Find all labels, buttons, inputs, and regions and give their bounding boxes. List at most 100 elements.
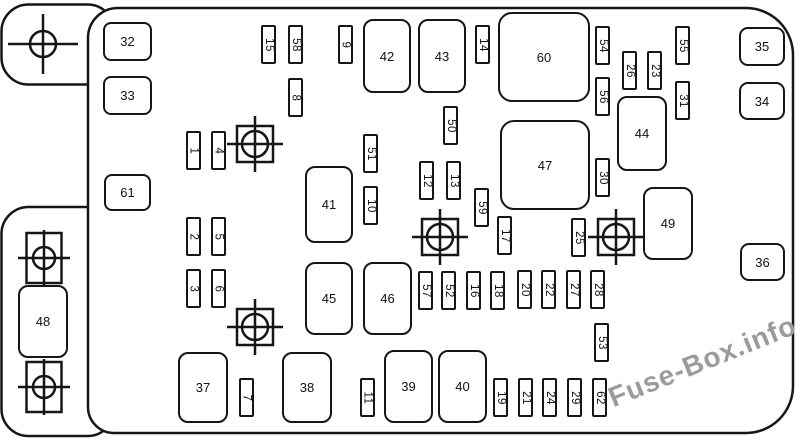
bolt-layer bbox=[8, 14, 644, 415]
fuse-45: 45 bbox=[305, 262, 353, 335]
fuse-label: 25 bbox=[572, 230, 585, 245]
fuse-33: 33 bbox=[103, 76, 152, 115]
fuse-label: 22 bbox=[542, 282, 555, 297]
fuse-56: 56 bbox=[595, 77, 610, 116]
fuse-label: 61 bbox=[120, 185, 135, 200]
fuse-11: 11 bbox=[360, 378, 375, 417]
fuse-label: 36 bbox=[755, 254, 770, 270]
fuse-label: 31 bbox=[676, 93, 689, 108]
fuse-15: 15 bbox=[261, 25, 276, 64]
fuse-14: 14 bbox=[475, 25, 490, 64]
mounting-bolt-icon bbox=[8, 14, 78, 74]
fuse-2: 2 bbox=[186, 217, 201, 256]
fuse-label: 50 bbox=[444, 118, 457, 133]
fuse-57: 57 bbox=[418, 271, 433, 310]
fuse-4: 4 bbox=[211, 131, 226, 170]
fuse-59: 59 bbox=[474, 188, 489, 227]
fuse-label: 19 bbox=[494, 390, 507, 405]
fuse-label: 9 bbox=[339, 41, 352, 48]
fuse-26: 26 bbox=[622, 51, 637, 90]
fuse-label: 35 bbox=[754, 39, 770, 54]
fuse-52: 52 bbox=[441, 271, 456, 310]
fuse-label: 5 bbox=[212, 233, 225, 240]
fuse-label: 12 bbox=[420, 173, 433, 188]
fuse-32: 32 bbox=[103, 22, 152, 61]
fuse-label: 52 bbox=[442, 283, 455, 298]
fuse-label: 54 bbox=[596, 38, 609, 53]
fuse-48: 48 bbox=[18, 285, 68, 358]
fuse-34: 34 bbox=[739, 82, 785, 120]
fuse-label: 34 bbox=[754, 93, 770, 109]
fuse-label: 51 bbox=[364, 146, 377, 161]
fuse-41: 41 bbox=[305, 166, 353, 243]
fuse-label: 10 bbox=[364, 198, 377, 213]
fuse-label: 37 bbox=[195, 380, 211, 395]
fuse-label: 55 bbox=[676, 38, 689, 53]
fuse-10: 10 bbox=[363, 186, 378, 225]
fuse-label: 43 bbox=[434, 48, 450, 64]
mounting-bolt-icon bbox=[412, 209, 468, 265]
fuse-19: 19 bbox=[493, 378, 508, 417]
fuse-label: 29 bbox=[568, 390, 581, 405]
fuse-label: 47 bbox=[537, 157, 553, 173]
fuse-label: 44 bbox=[634, 126, 650, 141]
fuse-20: 20 bbox=[517, 270, 532, 309]
fuse-35: 35 bbox=[739, 27, 785, 66]
fuse-50: 50 bbox=[443, 106, 458, 145]
fuse-27: 27 bbox=[566, 270, 581, 309]
fuse-label: 53 bbox=[595, 335, 608, 350]
fuse-46: 46 bbox=[363, 262, 412, 335]
fuse-1: 1 bbox=[186, 131, 201, 170]
fuse-label: 58 bbox=[289, 37, 302, 52]
fuse-25: 25 bbox=[571, 218, 586, 257]
fuse-label: 17 bbox=[498, 228, 511, 243]
fuse-label: 7 bbox=[240, 394, 253, 401]
fuse-12: 12 bbox=[419, 161, 434, 200]
fuse-label: 3 bbox=[187, 285, 200, 292]
fuse-37: 37 bbox=[178, 352, 228, 423]
fuse-17: 17 bbox=[497, 216, 512, 255]
fuse-60: 60 bbox=[498, 12, 590, 102]
fuse-39: 39 bbox=[384, 350, 433, 423]
fuse-label: 39 bbox=[401, 379, 416, 394]
fuse-38: 38 bbox=[282, 352, 332, 423]
fuse-label: 20 bbox=[518, 282, 531, 297]
fuse-label: 42 bbox=[379, 48, 395, 64]
fuse-29: 29 bbox=[567, 378, 582, 417]
fuse-label: 28 bbox=[591, 282, 604, 297]
fuse-28: 28 bbox=[590, 270, 605, 309]
fuse-label: 11 bbox=[361, 391, 374, 404]
fuse-24: 24 bbox=[542, 378, 557, 417]
fuse-61: 61 bbox=[104, 174, 151, 211]
fuse-label: 18 bbox=[491, 283, 504, 298]
fuse-21: 21 bbox=[518, 378, 533, 417]
fuse-3: 3 bbox=[186, 269, 201, 308]
fuse-label: 27 bbox=[567, 282, 580, 297]
fuse-36: 36 bbox=[740, 243, 785, 281]
mounting-bolt-icon bbox=[227, 116, 283, 172]
fuse-51: 51 bbox=[363, 134, 378, 173]
fuse-label: 15 bbox=[262, 37, 275, 52]
fuse-label: 1 bbox=[187, 147, 200, 154]
fuse-54: 54 bbox=[595, 26, 610, 65]
fuse-label: 60 bbox=[536, 49, 552, 65]
fuse-label: 59 bbox=[475, 200, 488, 215]
fuse-label: 57 bbox=[419, 283, 432, 298]
mounting-bolt-icon bbox=[588, 209, 644, 265]
fuse-55: 55 bbox=[675, 26, 690, 65]
fuse-23: 23 bbox=[647, 51, 662, 90]
fuse-62: 62 bbox=[592, 378, 607, 417]
fuse-label: 8 bbox=[289, 94, 302, 101]
fuse-label: 62 bbox=[593, 390, 606, 405]
fuse-44: 44 bbox=[617, 96, 667, 171]
fuse-49: 49 bbox=[643, 187, 693, 260]
fuse-58: 58 bbox=[288, 25, 303, 64]
fuse-31: 31 bbox=[675, 81, 690, 120]
fuse-label: 49 bbox=[660, 216, 676, 231]
fuse-53: 53 bbox=[594, 323, 609, 362]
fuse-label: 30 bbox=[596, 170, 609, 185]
mounting-bolt-icon bbox=[18, 359, 70, 415]
fuse-label: 6 bbox=[212, 285, 225, 292]
fuse-label: 13 bbox=[447, 173, 460, 188]
fuse-42: 42 bbox=[363, 19, 411, 93]
